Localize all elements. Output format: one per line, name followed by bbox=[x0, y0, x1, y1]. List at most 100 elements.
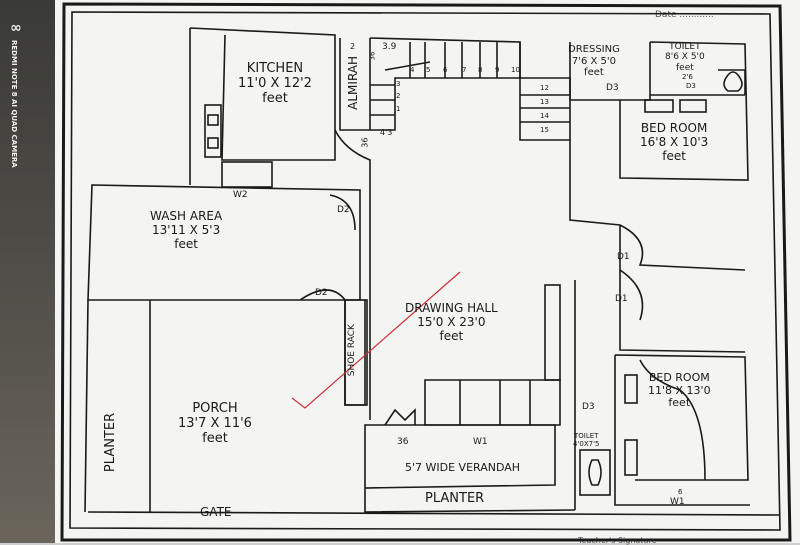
wash-area-wall bbox=[87, 184, 361, 301]
pillow bbox=[644, 99, 674, 113]
room-unit: feet bbox=[668, 396, 691, 410]
window-w1-label: W1 bbox=[473, 437, 488, 447]
paper-sheet bbox=[55, 0, 800, 543]
bedroom2-door-curve bbox=[639, 359, 706, 481]
outer-border bbox=[60, 2, 792, 542]
sofa bbox=[424, 379, 561, 426]
stair-number: 2 bbox=[396, 92, 401, 100]
stair-number: 4 bbox=[410, 66, 415, 74]
stove-burner bbox=[207, 114, 219, 126]
room-name: TOILET bbox=[669, 42, 701, 52]
stair-number: 12 bbox=[540, 84, 549, 92]
teacher-check-mark bbox=[291, 271, 461, 409]
stair-number: 8 bbox=[478, 66, 483, 74]
room-name: BED ROOM bbox=[640, 121, 708, 135]
main-door bbox=[384, 408, 416, 426]
stair-number: 15 bbox=[540, 126, 549, 134]
room-size: 7'6 X 5'0 bbox=[571, 55, 616, 67]
planter-left-label: PLANTER bbox=[103, 412, 119, 473]
room-unit: feet bbox=[174, 236, 198, 251]
room-unit: feet bbox=[584, 67, 604, 78]
dressing-wall bbox=[569, 41, 749, 181]
watermark-line-1: REDMI NOTE 8 bbox=[10, 40, 18, 97]
camera-logo-icon: ∞ bbox=[10, 20, 22, 36]
room-size: 8'6 X 5'0 bbox=[665, 52, 705, 63]
stair-number: 1 bbox=[396, 105, 401, 113]
room-name: KITCHEN bbox=[246, 61, 304, 76]
gate-label: GATE bbox=[200, 505, 232, 519]
bedside-item bbox=[624, 439, 638, 476]
stairs bbox=[369, 37, 521, 131]
stair-number: 13 bbox=[540, 98, 549, 106]
side-table bbox=[544, 284, 561, 381]
shoe-rack-box bbox=[344, 299, 368, 406]
stair-number: 3 bbox=[396, 80, 401, 88]
room-name: PORCH bbox=[192, 401, 238, 416]
verandah-label: 5'7 WIDE VERANDAH bbox=[405, 461, 521, 474]
shoe-rack-label: SHOE RACK bbox=[346, 324, 357, 377]
room-unit: feet bbox=[662, 148, 686, 163]
almirah-wall bbox=[339, 38, 371, 131]
door-d1-label: D1 bbox=[615, 294, 628, 304]
stair-number: 5 bbox=[426, 66, 431, 74]
room-size: 11'8 X 13'0 bbox=[648, 383, 711, 397]
stair-number: 7 bbox=[462, 66, 467, 74]
window-w1-label: W1 bbox=[670, 497, 685, 507]
date-label: Date ............ bbox=[655, 10, 714, 20]
room-name: DRESSING bbox=[568, 44, 620, 55]
room-name: BED ROOM bbox=[648, 371, 710, 384]
room-name: WASH AREA bbox=[150, 209, 223, 223]
toilet-seat-icon bbox=[723, 71, 743, 92]
room-size: 4'0X7'5 bbox=[573, 440, 600, 449]
room-size: 13'11 X 5'3 bbox=[151, 222, 221, 237]
room-unit: feet bbox=[262, 90, 288, 106]
room-unit: feet bbox=[439, 328, 464, 343]
stove-counter bbox=[204, 104, 222, 158]
bottom-boundary-line bbox=[87, 511, 781, 516]
window-w2-label: W2 bbox=[233, 190, 248, 200]
hall-left-wall bbox=[334, 129, 371, 420]
planter-bottom-label: PLANTER bbox=[425, 491, 485, 506]
door-width-label: 2'6 bbox=[682, 73, 693, 81]
bedside-item bbox=[624, 374, 638, 404]
room-unit: feet bbox=[675, 62, 694, 73]
stair-36-label: 36 bbox=[368, 51, 377, 61]
door-width-label: 36 bbox=[360, 137, 370, 148]
door-d3-label: D3 bbox=[606, 83, 619, 93]
bedroom2-wall bbox=[574, 280, 750, 510]
main-door-width-label: 36 bbox=[397, 437, 409, 447]
room-name: DRAWING HALL bbox=[405, 301, 498, 315]
door-d1-label: D1 bbox=[617, 252, 630, 262]
stair-number: 10 bbox=[511, 66, 520, 74]
room-size: 15'0 X 23'0 bbox=[417, 314, 486, 329]
stove-burner bbox=[207, 137, 219, 149]
almirah-label: ALMIRAH bbox=[346, 55, 361, 110]
toilet2-seat-icon bbox=[588, 459, 602, 486]
room-name: TOILET bbox=[574, 432, 599, 440]
camera-watermark: ∞ REDMI NOTE 8AI QUAD CAMERA bbox=[10, 20, 24, 169]
kitchen-wall bbox=[189, 27, 336, 185]
room-size: 13'7 X 11'6 bbox=[178, 415, 252, 431]
door-d2-label: D2 bbox=[337, 205, 350, 215]
room-size: 16'8 X 10'3 bbox=[640, 134, 709, 149]
sink bbox=[221, 161, 273, 188]
stair-landing-label: 4'3 bbox=[380, 128, 393, 137]
inner-border bbox=[69, 11, 781, 531]
toilet1-wall bbox=[650, 69, 746, 96]
almirah-depth-label: 2 bbox=[350, 42, 356, 51]
door-d3-label: D3 bbox=[686, 82, 696, 90]
toilet2-box bbox=[579, 449, 611, 496]
pillow bbox=[679, 99, 707, 113]
door-d2-label: D2 bbox=[315, 288, 328, 298]
stair-number: 14 bbox=[540, 112, 549, 120]
